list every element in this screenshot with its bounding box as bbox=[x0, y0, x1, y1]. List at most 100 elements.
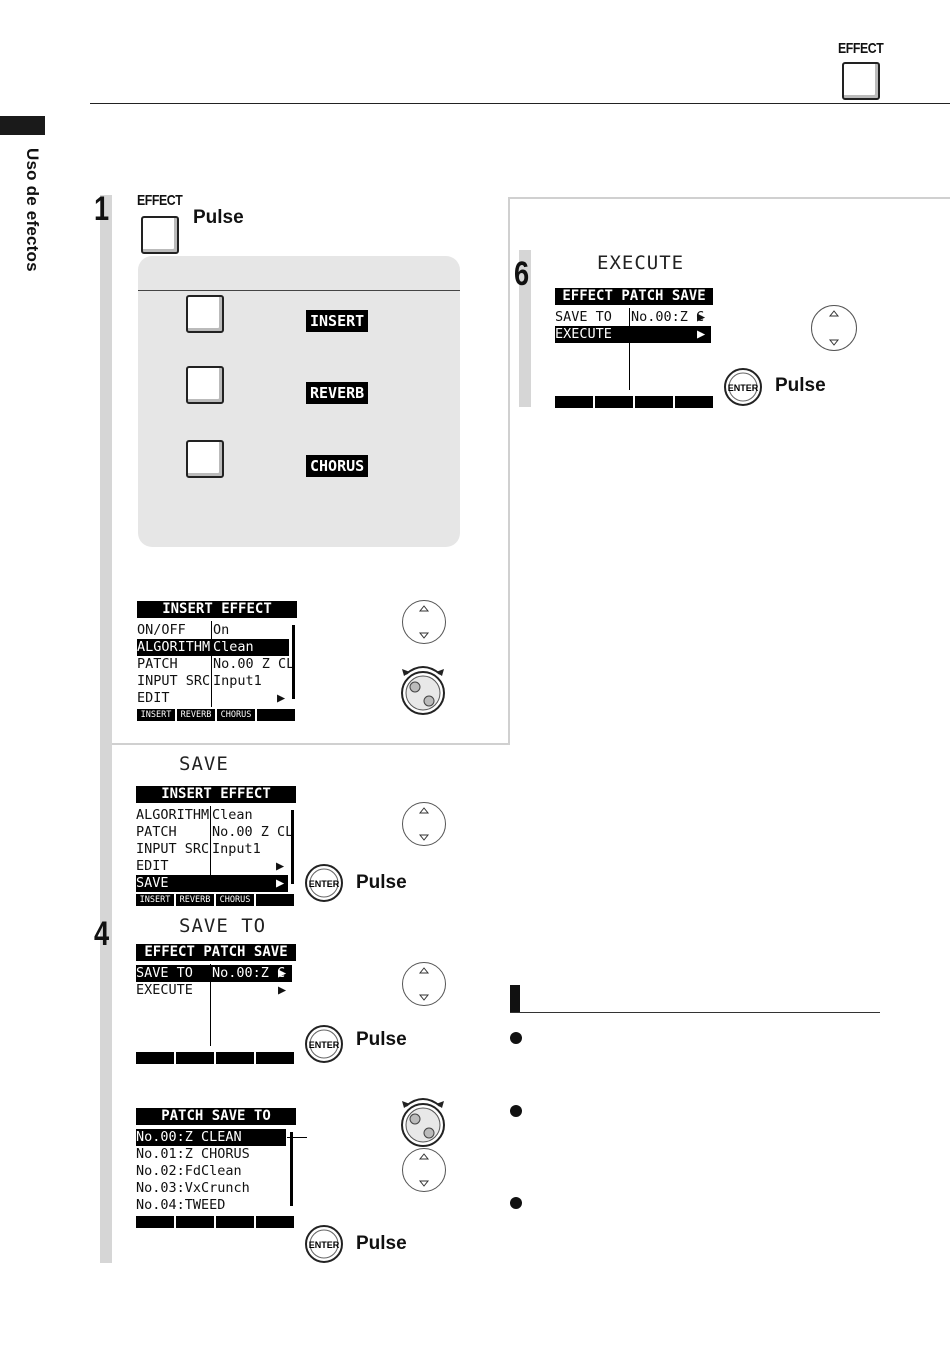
lcd-row: EXECUTE▶ bbox=[136, 982, 292, 999]
lcd-row-value: Input1 bbox=[212, 841, 261, 857]
lcd-tab bbox=[257, 709, 295, 721]
enter-button-icon[interactable]: ENTER bbox=[305, 864, 343, 902]
lcd-row: PATCH No.00 Z CL bbox=[136, 824, 293, 841]
lcd-patch-save-to: PATCH SAVE TO No.00:Z CLEAN No.01:Z CHOR… bbox=[136, 1108, 296, 1228]
lcd-tab bbox=[216, 1216, 254, 1228]
lcd-title: EFFECT PATCH SAVE bbox=[136, 944, 296, 961]
lcd-row-key: EDIT bbox=[136, 858, 169, 874]
header-effect-button[interactable] bbox=[842, 62, 880, 100]
save-to-screen-label: SAVE TO bbox=[179, 915, 267, 937]
enter-button-icon[interactable]: ENTER bbox=[305, 1025, 343, 1063]
lcd-tab: CHORUS bbox=[216, 894, 254, 906]
lcd-row-key: SAVE TO bbox=[555, 309, 612, 325]
lcd-row-value: Clean bbox=[212, 807, 253, 823]
lcd-tab bbox=[216, 1052, 254, 1064]
reverb-button[interactable] bbox=[186, 366, 224, 404]
lcd-row: No.02:FdClean bbox=[136, 1163, 242, 1179]
lcd-tabs: INSERT REVERB CHORUS bbox=[136, 894, 294, 906]
lcd-tabs bbox=[136, 1052, 294, 1064]
lcd-tab bbox=[256, 1216, 294, 1228]
note-bullet bbox=[510, 1032, 522, 1044]
execute-pulse-label: Pulse bbox=[775, 375, 826, 396]
cursor-pad-icon[interactable] bbox=[402, 600, 446, 644]
lcd-row-key: EDIT bbox=[137, 690, 170, 706]
lcd-row-value: On bbox=[213, 622, 230, 638]
lcd-row-key: EXECUTE bbox=[555, 326, 612, 342]
note-bullet bbox=[510, 1105, 522, 1117]
lcd-title: PATCH SAVE TO bbox=[136, 1108, 296, 1125]
step-frame-bottom bbox=[112, 743, 510, 745]
lcd-row: No.04:TWEED bbox=[136, 1197, 226, 1213]
dial-icon[interactable] bbox=[398, 1090, 448, 1148]
lcd-row: No.01:Z CHORUS bbox=[136, 1146, 250, 1162]
step-frame-top bbox=[508, 197, 950, 199]
lcd-scrollbar bbox=[292, 625, 295, 699]
step1-pulse-label: Pulse bbox=[193, 207, 244, 228]
lcd-row-selected: EXECUTE ▶ bbox=[555, 326, 711, 343]
lcd-row-key: PATCH bbox=[136, 824, 177, 840]
arrow-right-icon: ▶ bbox=[278, 965, 287, 981]
lcd-title: INSERT EFFECT bbox=[137, 601, 297, 618]
enter-label: ENTER bbox=[728, 383, 759, 393]
notes-heading-rule bbox=[510, 1012, 880, 1013]
section-tab-marker bbox=[0, 116, 45, 135]
enter-button-icon[interactable]: ENTER bbox=[724, 368, 762, 406]
steps-left-bar bbox=[100, 195, 112, 1263]
arrow-right-icon: ▶ bbox=[697, 326, 706, 342]
lcd-row-key: PATCH bbox=[137, 656, 178, 672]
pointer-line bbox=[287, 1137, 307, 1138]
lcd-title: INSERT EFFECT bbox=[136, 786, 296, 803]
lcd-row-selected: SAVE▶ bbox=[136, 875, 288, 892]
lcd-row: EDIT ▶ bbox=[136, 858, 288, 875]
arrow-right-icon: ▶ bbox=[276, 858, 285, 874]
chorus-button-label: CHORUS bbox=[306, 455, 368, 477]
cursor-pad-icon[interactable] bbox=[402, 802, 446, 846]
cursor-pad-icon[interactable] bbox=[811, 305, 857, 351]
lcd-row: No.03:VxCrunch bbox=[136, 1180, 250, 1196]
step-frame-vertical bbox=[508, 197, 510, 745]
step1-effect-button[interactable] bbox=[141, 216, 179, 254]
arrow-right-icon: ▶ bbox=[277, 690, 286, 706]
lcd-row-value: Input1 bbox=[213, 673, 262, 689]
lcd-divider bbox=[211, 621, 212, 707]
cursor-pad-icon[interactable] bbox=[402, 1148, 446, 1192]
select-pulse-label: Pulse bbox=[356, 1233, 407, 1254]
lcd-row-value: No.00 Z CL bbox=[213, 656, 295, 672]
lcd-row-value: No.00 Z CL bbox=[212, 824, 294, 840]
lcd-tab bbox=[136, 1216, 174, 1228]
lcd-tab: REVERB bbox=[177, 709, 215, 721]
chorus-button[interactable] bbox=[186, 440, 224, 478]
lcd-tab bbox=[176, 1216, 214, 1228]
lcd-row-key: ALGORITHM bbox=[137, 639, 211, 655]
lcd-tab: CHORUS bbox=[217, 709, 255, 721]
lcd-row-key: ALGORITHM bbox=[136, 807, 210, 823]
header-effect-label: EFFECT bbox=[838, 40, 884, 57]
lcd-row-key: INPUT SRC bbox=[137, 673, 211, 689]
lcd-row-value: No.00:Z C bbox=[631, 309, 705, 325]
step-number-4: 4 bbox=[94, 915, 110, 953]
lcd-tabs bbox=[555, 396, 713, 408]
lcd-scrollbar bbox=[291, 810, 294, 884]
enter-label: ENTER bbox=[309, 879, 340, 889]
header-rule bbox=[90, 103, 950, 104]
lcd-tab bbox=[256, 894, 294, 906]
save-screen-label: SAVE bbox=[179, 753, 229, 775]
insert-button[interactable] bbox=[186, 295, 224, 333]
cursor-pad-icon[interactable] bbox=[402, 962, 446, 1006]
insert-button-label: INSERT bbox=[306, 310, 368, 332]
reverb-button-label: REVERB bbox=[306, 382, 368, 404]
lcd-row: PATCH No.00 Z CL bbox=[137, 656, 294, 673]
lcd-row-value: No.00:Z C bbox=[212, 965, 286, 981]
lcd-tab bbox=[675, 396, 713, 408]
lcd-row: EDIT ▶ bbox=[137, 690, 289, 707]
dial-icon[interactable] bbox=[398, 658, 448, 716]
lcd-tabs: INSERT REVERB CHORUS bbox=[137, 709, 295, 721]
enter-button-icon[interactable]: ENTER bbox=[305, 1225, 343, 1263]
